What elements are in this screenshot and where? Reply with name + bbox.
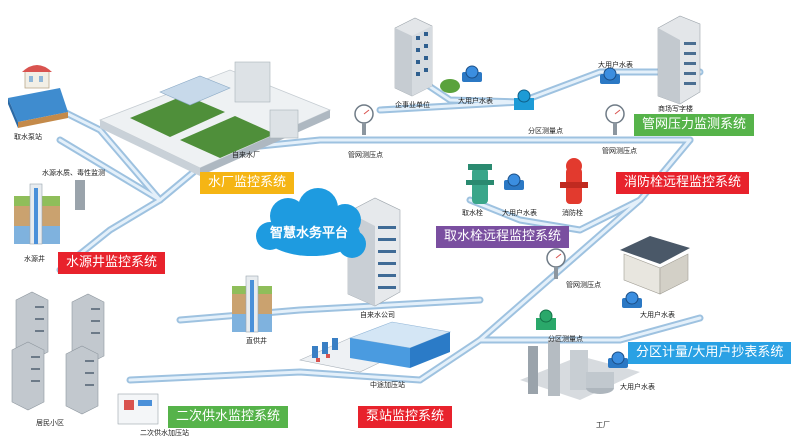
water-meter-4-icon [622,291,642,308]
water-plant-label: 自来水厂 [232,151,260,159]
cloud-icon [256,188,366,258]
source-well-label: 水源井 [24,255,45,263]
pressure-point-2-label: 管网测压点 [602,147,637,155]
pressure-gauge-2-icon [605,104,625,135]
direct-well-icon [232,275,272,333]
pipe-pressure-system-tag[interactable]: 管网压力监测系统 [634,114,755,136]
booster-station-icon [299,321,452,373]
enterprise-building-icon [394,17,460,97]
fire-hydrant-system-tag[interactable]: 消防栓远程监控系统 [616,172,750,194]
water-plant-system-tag[interactable]: 水厂监控系统 [200,172,295,194]
big-meter-5-label: 大用户水表 [620,383,655,391]
platform-label[interactable]: 智慧水务平台 [270,226,349,241]
intake-station-icon [8,65,68,128]
district-metering-system-tag[interactable]: 分区计量/大用户抄表系统 [628,342,792,364]
water-meter-5-icon [608,351,628,368]
residential-buildings-icon [11,291,105,415]
source-well-icon [14,183,60,245]
residential-label: 居民小区 [36,419,64,427]
intake-station-label: 取水泵站 [14,133,42,141]
factory-label: 工厂 [596,421,610,429]
source-well-system-tag[interactable]: 水源井监控系统 [58,252,166,274]
district-meter-1-icon [514,89,534,110]
pipe-right-lower [476,314,704,344]
booster-station-label: 中途加压站 [370,381,405,389]
big-meter-1-label: 大用户水表 [458,97,493,105]
direct-well-label: 直供井 [246,337,267,345]
enterprise-label: 企事业单位 [395,101,430,109]
commercial-building-icon [657,15,701,105]
intake-hydrant-label: 取水栓 [462,209,483,217]
fire-hydrant-icon [560,158,588,204]
water-plant-icon [75,61,332,210]
commercial-label: 商场写字楼 [658,105,693,113]
house-icon [620,236,690,295]
pressure-gauge-1-icon [354,104,374,135]
water-meter-2-icon [600,67,620,84]
pressure-point-1-label: 管网测压点 [348,151,383,159]
water-meter-3-icon [504,173,524,190]
secondary-supply-system-tag[interactable]: 二次供水监控系统 [168,406,289,428]
intake-hydrant-system-tag[interactable]: 取水栓远程监控系统 [436,226,570,248]
water-quality-label: 水源水质、毒性监测 [42,169,105,177]
pressure-gauge-3-icon [546,248,566,279]
district-meter-2-icon [536,309,556,330]
water-company-label: 自来水公司 [360,311,395,319]
big-meter-4-label: 大用户水表 [640,311,675,319]
big-meter-3-label: 大用户水表 [502,209,537,217]
pressure-point-3-label: 管网测压点 [566,281,601,289]
intake-hydrant-icon [466,164,494,204]
secondary-station-label: 二次供水加压站 [140,429,189,437]
district-point-1-label: 分区测量点 [528,127,563,135]
pump-station-system-tag[interactable]: 泵站监控系统 [358,406,453,428]
secondary-station-icon [117,393,159,425]
big-meter-2-label: 大用户水表 [598,61,633,69]
fire-hydrant-label: 消防栓 [562,209,583,217]
water-meter-1-icon [462,65,482,82]
district-point-2-label: 分区测量点 [548,335,583,343]
